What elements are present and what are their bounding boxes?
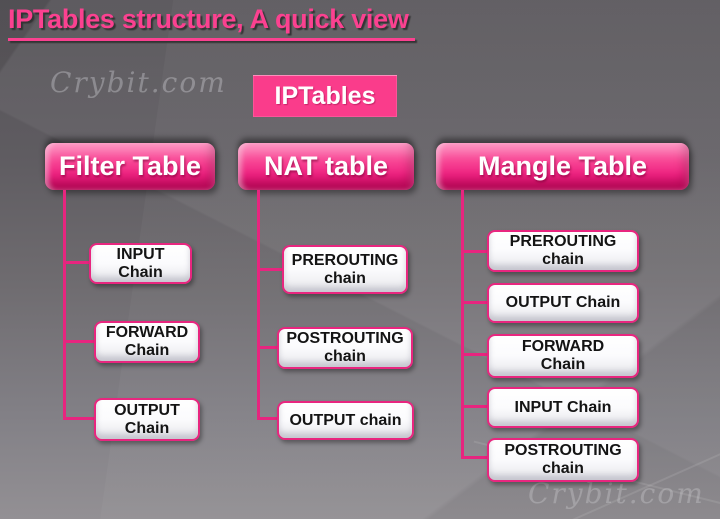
connector-line	[257, 417, 279, 420]
connector-line	[63, 261, 91, 264]
table-header-filter: Filter Table	[45, 143, 215, 190]
connector-line	[63, 417, 96, 420]
table-header-mangle: Mangle Table	[436, 143, 689, 190]
connector-line	[461, 405, 489, 408]
chain-node-nat-prerouting: PREROUTING chain	[282, 245, 408, 294]
connector-line	[63, 340, 96, 343]
connector-line	[461, 456, 489, 459]
chain-node-mangle-output: OUTPUT Chain	[487, 283, 639, 323]
connector-line	[257, 268, 284, 271]
chain-node-filter-input: INPUT Chain	[89, 243, 192, 284]
chain-node-mangle-postrouting: POSTROUTING chain	[487, 438, 639, 482]
table-header-nat: NAT table	[238, 143, 414, 190]
chain-node-mangle-input: INPUT Chain	[487, 387, 639, 428]
connector-line	[461, 353, 489, 356]
connector-line	[63, 190, 66, 420]
chain-node-filter-output: OUTPUT Chain	[94, 398, 200, 441]
page-title: IPTables structure, A quick view	[8, 4, 415, 41]
chain-node-nat-postrouting: POSTROUTING chain	[277, 327, 413, 369]
connector-line	[461, 190, 464, 459]
chain-node-filter-forward: FORWARD Chain	[94, 321, 200, 363]
root-node-iptables: IPTables	[253, 75, 397, 117]
connector-line	[257, 346, 279, 349]
connector-line	[461, 301, 489, 304]
chain-node-mangle-forward: FORWARD Chain	[487, 334, 639, 378]
connector-line	[257, 190, 260, 420]
chain-node-nat-output: OUTPUT chain	[277, 401, 414, 440]
chain-node-mangle-prerouting: PREROUTING chain	[487, 230, 639, 272]
connector-line	[461, 250, 489, 253]
